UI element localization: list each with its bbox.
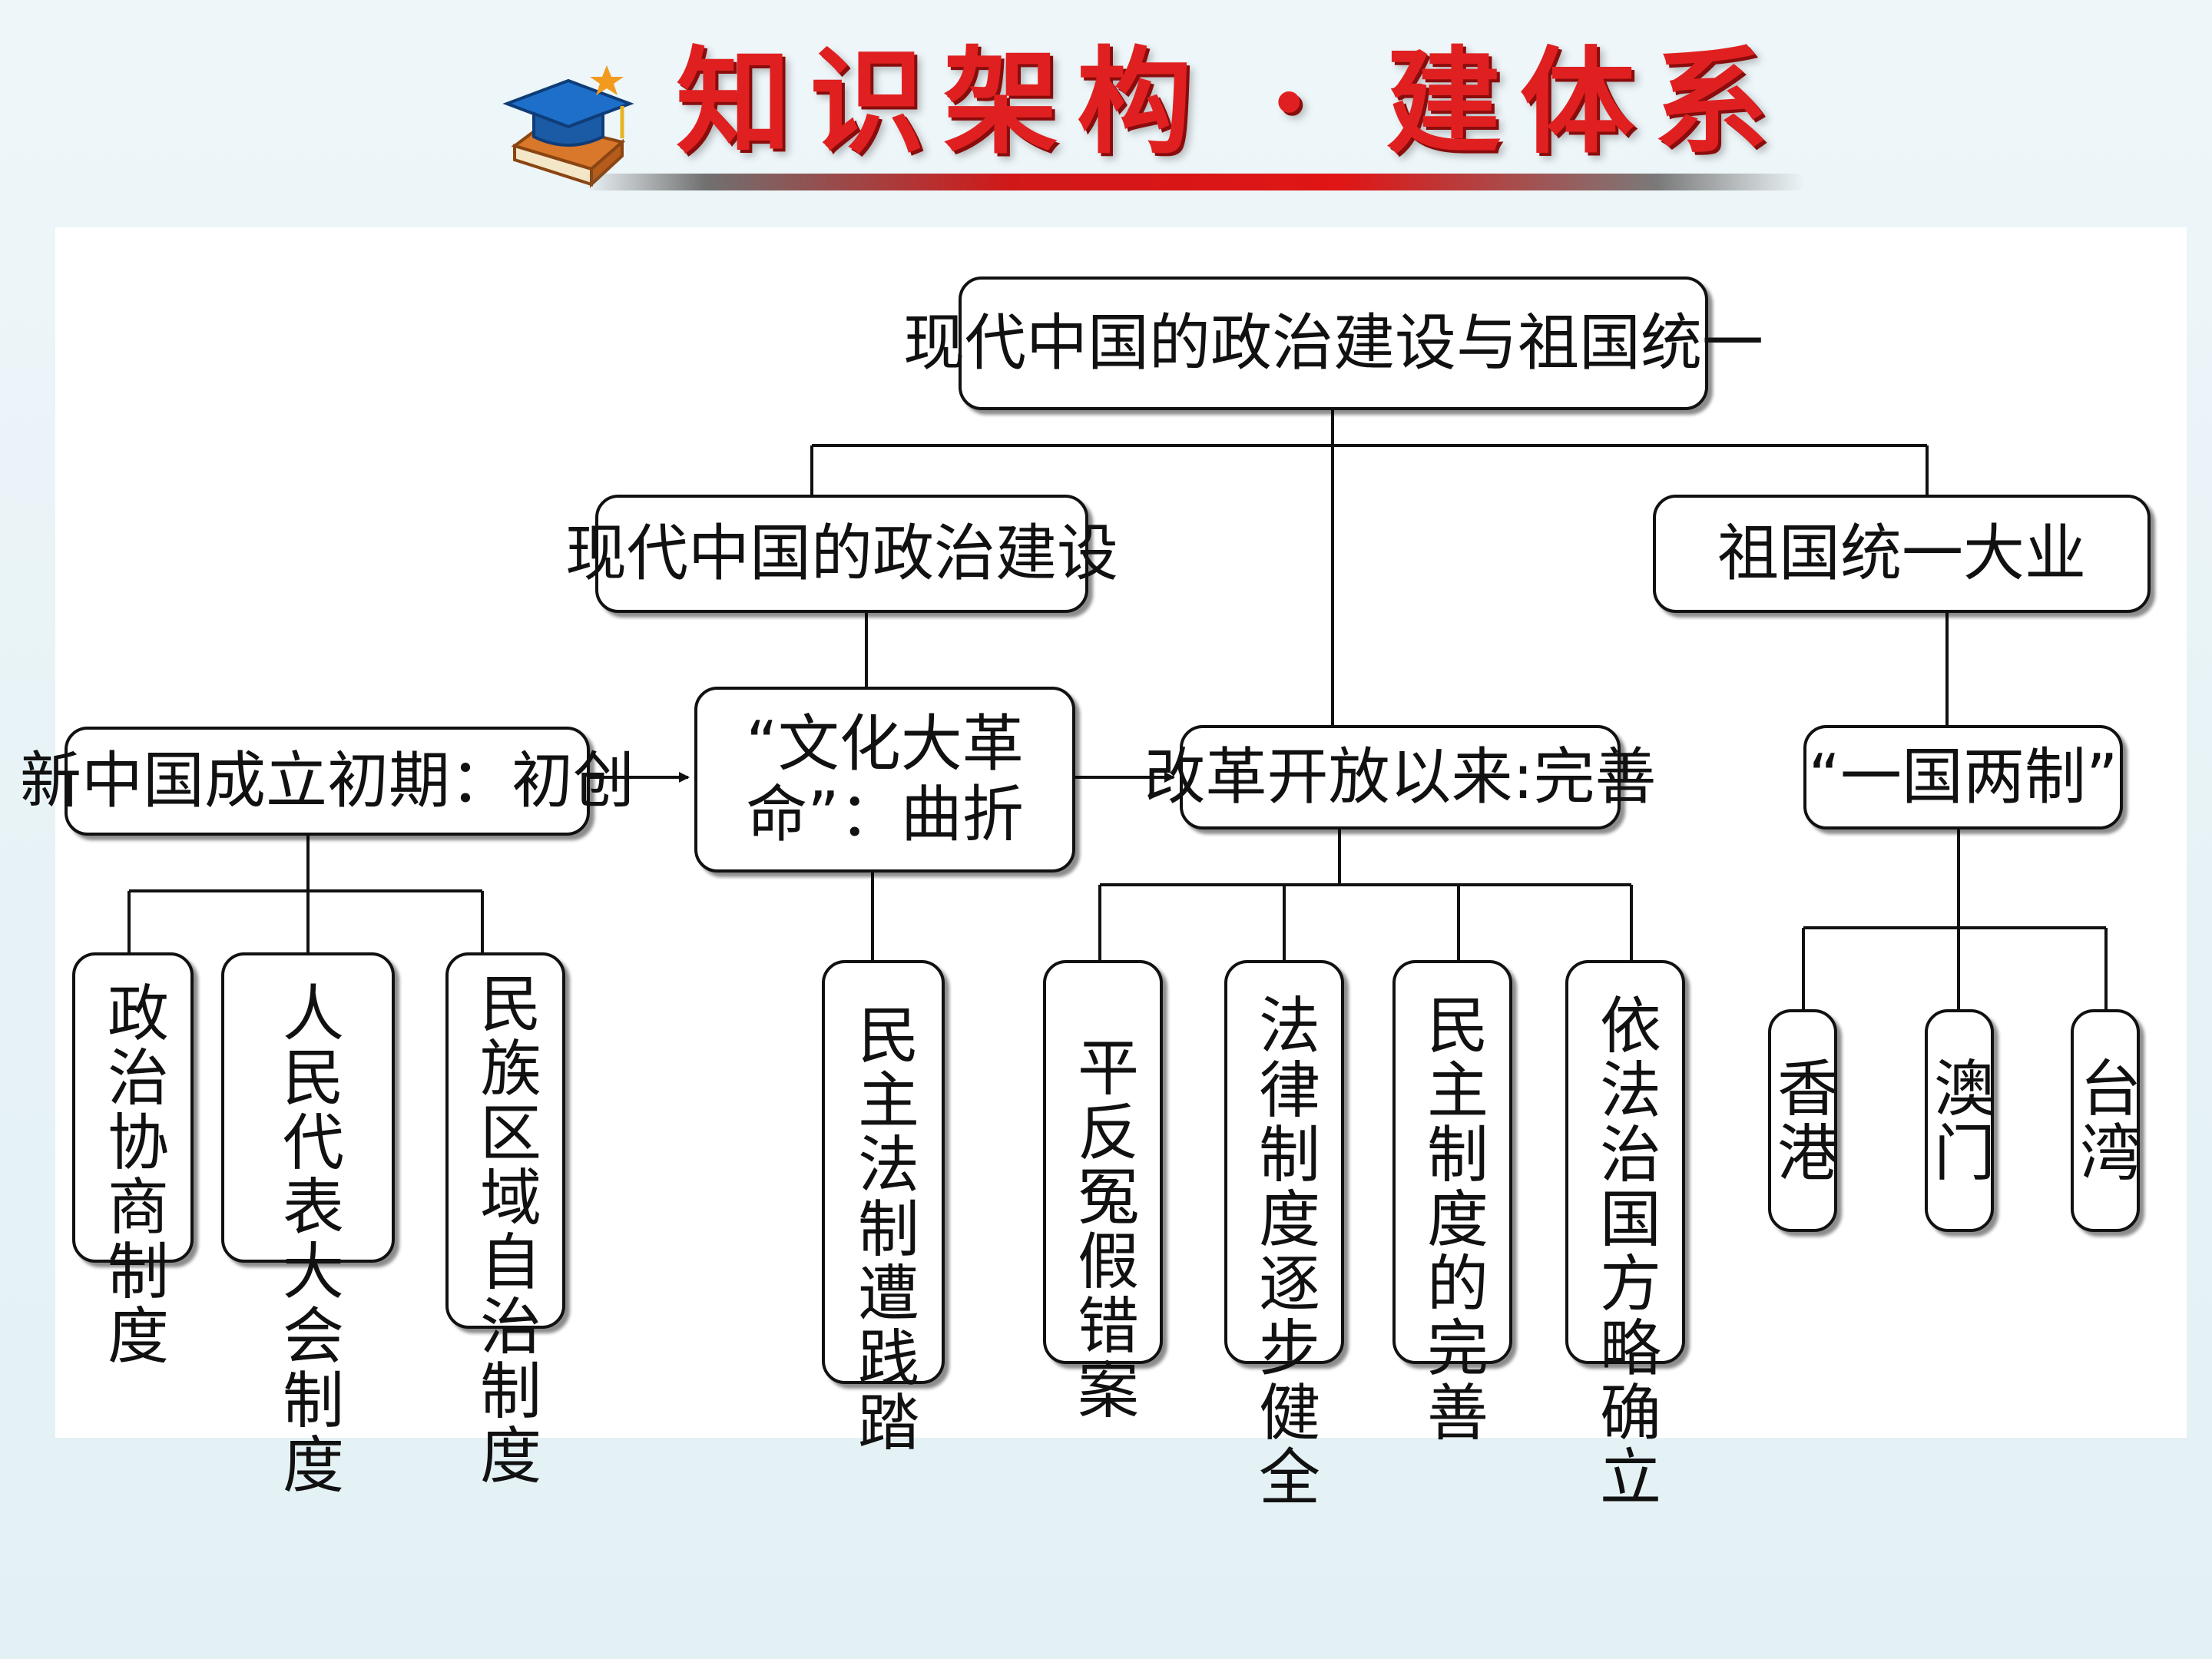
early-item-node: 民族区域自治制度	[445, 952, 565, 1488]
title-underline-bar	[584, 174, 1805, 190]
culture-item-label: 民主法制遭践踏	[848, 1003, 919, 1455]
culture-item-node: 民主法制遭践踏	[822, 960, 945, 1455]
region-item-node: 台湾	[2070, 1009, 2141, 1232]
reform-item-label: 依法治国方略确立	[1590, 993, 1661, 1509]
reform-item-node: 民主制度的完善	[1392, 960, 1512, 1445]
early-item-label: 人民代表大会制度	[273, 981, 344, 1497]
early-item-label: 政治协商制度	[98, 981, 169, 1368]
region-item-node: 香港	[1767, 1009, 1839, 1232]
page-title: 知识架构 · 建体系	[676, 34, 1787, 170]
reform-item-label: 平反冤假错案	[1068, 1035, 1139, 1422]
region-item-label: 澳门	[1924, 1056, 1995, 1185]
graduation-cap-book-icon	[502, 65, 634, 188]
early-item-node: 政治协商制度	[72, 952, 194, 1368]
early-item-node: 人民代表大会制度	[221, 952, 395, 1497]
reform-item-label: 民主制度的完善	[1417, 993, 1488, 1445]
region-item-label: 台湾	[2070, 1056, 2141, 1185]
reform-item-node: 法律制度逐步健全	[1224, 960, 1344, 1509]
connector-lines	[127, 410, 2108, 1009]
header: 知识架构 · 建体系	[0, 0, 2212, 223]
early-stage-node: 新中国成立初期：初创	[20, 727, 634, 836]
reform-item-node: 平反冤假错案	[1043, 960, 1163, 1422]
region-item-label: 香港	[1767, 1056, 1839, 1185]
diagram-canvas: 现代中国的政治建设与祖国统一 现代中国的政治建设 祖国统一大业 新中国成立初期：…	[20, 227, 2187, 1509]
reform-stage-node: 改革开放以来:完善	[1144, 725, 1656, 830]
early-item-label: 民族区域自治制度	[470, 972, 541, 1488]
one-country-two-systems-node: “一国两制”	[1803, 725, 2123, 830]
region-item-node: 澳门	[1924, 1009, 1995, 1232]
reform-item-node: 依法治国方略确立	[1565, 960, 1685, 1509]
unification-branch-node: 祖国统一大业	[1653, 495, 2151, 613]
culture-revolution-node: “文化大革命”：曲折	[694, 687, 1075, 873]
root-node: 现代中国的政治建设与祖国统一	[903, 276, 1763, 410]
reform-item-label: 法律制度逐步健全	[1249, 993, 1320, 1509]
politics-branch-node: 现代中国的政治建设	[565, 495, 1118, 613]
